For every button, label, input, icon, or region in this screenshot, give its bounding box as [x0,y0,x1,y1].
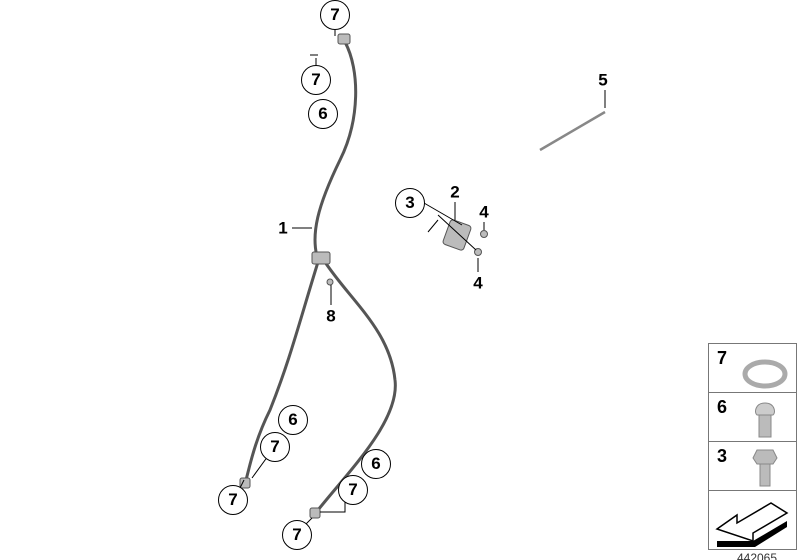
callout-7: 7 [218,485,248,515]
legend-number: 3 [717,446,728,466]
legend-row-banjo-bolt: 6 [709,393,796,442]
callout-7: 7 [282,520,312,550]
banjo-bolt-icon [755,402,775,438]
upper-fitting [337,33,351,45]
hex-bolt-icon [752,449,778,487]
label-1: 1 [278,218,288,238]
screw [326,278,334,286]
callout-7: 7 [260,432,290,462]
right-brake-line [316,261,397,511]
parts-legend: 7 6 3 [708,343,797,550]
callout-7: 7 [320,0,350,30]
label-8: 8 [326,306,336,326]
legend-number: 7 [717,348,728,368]
left-brake-line [244,261,320,481]
legend-row-hex-bolt: 3 [709,442,796,491]
callout-7: 7 [301,65,331,95]
cable-tie [539,110,606,152]
label-5: 5 [598,70,608,90]
callout-3: 3 [395,188,425,218]
nut [480,230,488,238]
bracket [442,219,472,251]
label-2: 2 [450,182,460,202]
legend-number: 6 [717,397,728,417]
legend-row-washer: 7 [709,344,796,393]
callout-6: 6 [361,449,391,479]
nut [474,248,482,256]
callout-6: 6 [308,99,338,129]
washer-icon [742,359,788,389]
arrow-icon [715,502,789,547]
label-4: 4 [479,202,489,222]
right-fitting [309,507,321,519]
upper-brake-line [313,41,358,261]
callout-6: 6 [278,405,308,435]
legend-row-arrow [709,491,796,552]
callout-7: 7 [338,475,368,505]
label-4: 4 [473,273,483,293]
left-fitting [239,477,251,489]
distributor-block [311,251,331,265]
diagram-id: 442065 [736,551,778,560]
